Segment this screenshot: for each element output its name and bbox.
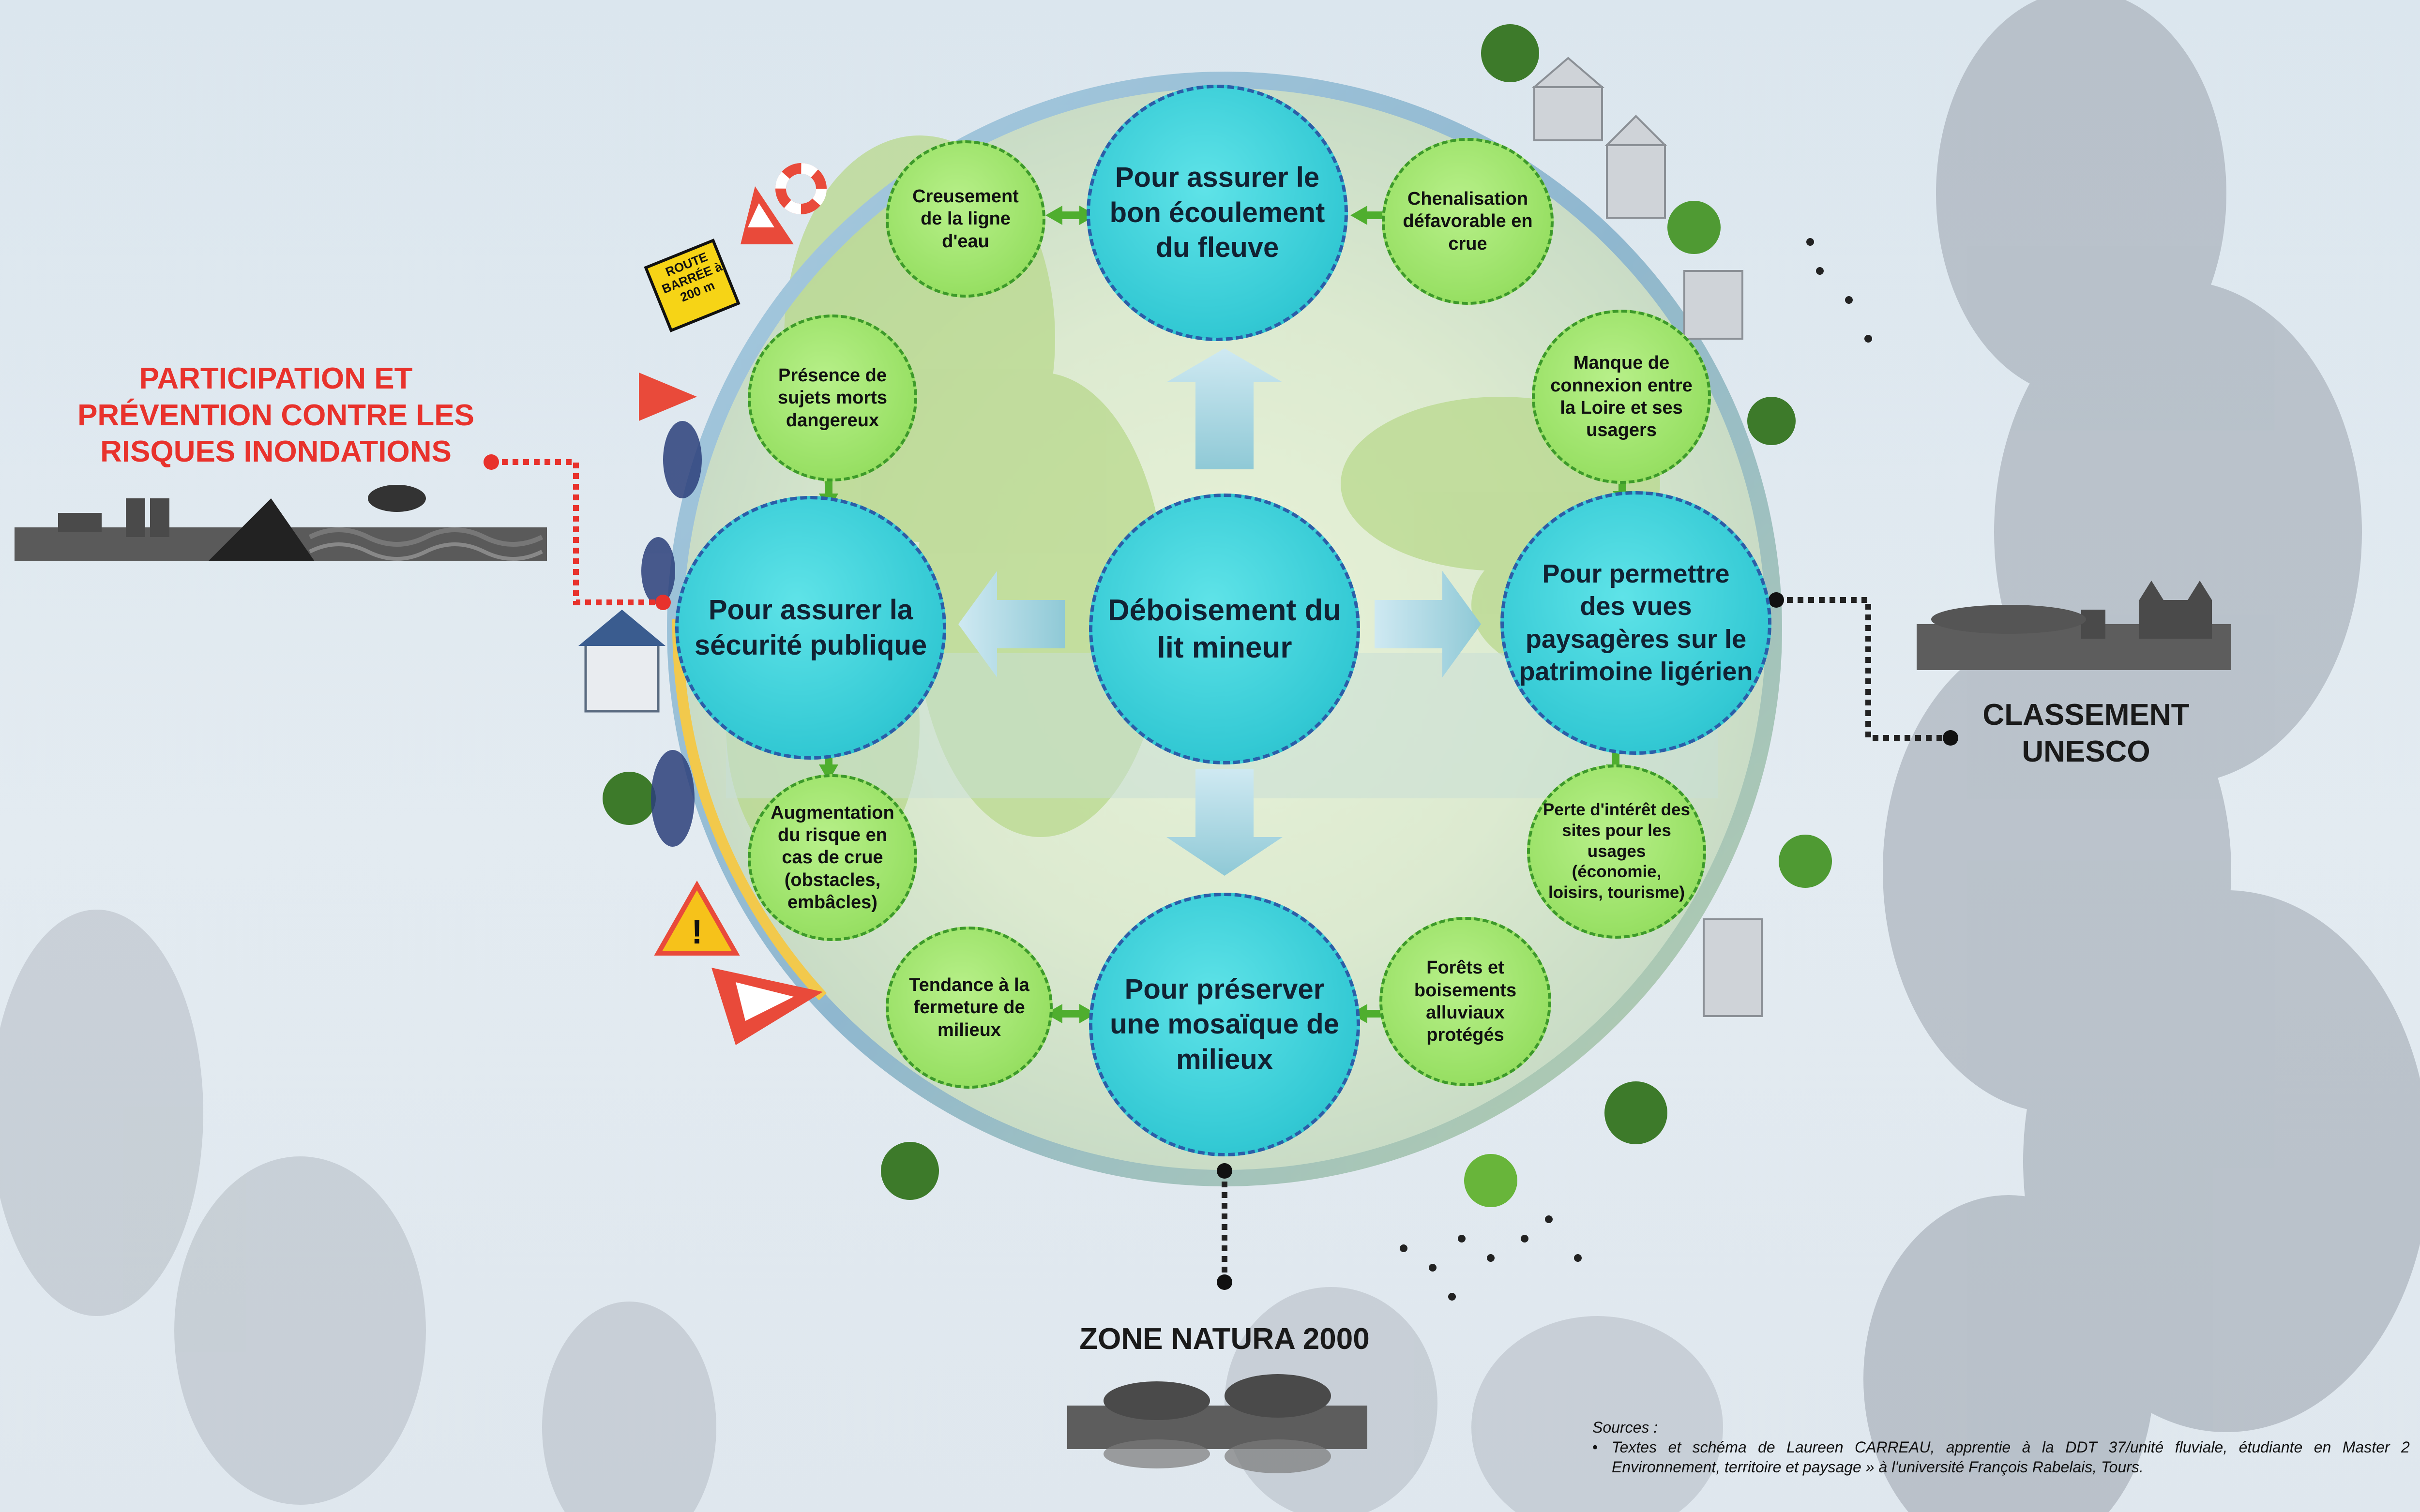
sub-node-sujets-morts-label: Présence de sujets morts dangereux bbox=[778, 365, 887, 431]
arrows-from-center bbox=[958, 348, 1481, 876]
arrow-right-icon bbox=[1375, 571, 1481, 677]
warning-sign-icon: ! bbox=[654, 880, 740, 956]
forest-reflection-icon bbox=[1067, 1374, 1367, 1473]
bottom-connector bbox=[1217, 1163, 1232, 1290]
arrow-left-icon bbox=[958, 571, 1065, 677]
main-node-mosaique: Pour préserver une mosaïque de milieux bbox=[1089, 893, 1360, 1156]
sub-node-fermeture-milieux: Tendance à la fermeture de milieux bbox=[886, 927, 1053, 1089]
bottom-title-label: ZONE NATURA 2000 bbox=[1079, 1322, 1370, 1356]
sub-node-chenalisation-label: Chenalisation défavorable en crue bbox=[1403, 188, 1533, 254]
lifebuoy-icon bbox=[775, 163, 827, 214]
main-node-ecoulement-label: Pour assurer le bon écoulement du fleuve bbox=[1109, 162, 1325, 264]
sub-node-connexion-usagers-label: Manque de connexion entre la Loire et se… bbox=[1550, 353, 1693, 441]
perimeter-trees-icon bbox=[603, 24, 1832, 1207]
sources-item: • Textes et schéma de Laureen CARREAU, a… bbox=[1592, 1437, 2420, 1477]
bullet-icon: • bbox=[1592, 1438, 1598, 1456]
sources-heading: Sources : bbox=[1592, 1419, 1658, 1436]
city-skyline-icon bbox=[15, 485, 547, 561]
main-node-securite-label: Pour assurer la sécurité publique bbox=[694, 594, 927, 661]
arrow-up-icon bbox=[1166, 348, 1283, 469]
svg-text:!: ! bbox=[691, 913, 702, 951]
sub-node-sujets-morts: Présence de sujets morts dangereux bbox=[748, 314, 917, 481]
sub-node-creusement-label: Creusement de la ligne d'eau bbox=[912, 186, 1019, 252]
arrow-down-icon bbox=[1166, 769, 1283, 876]
sub-node-risque-crue-label: Augmentation du risque en cas de crue (o… bbox=[771, 802, 894, 913]
sub-node-creusement: Creusement de la ligne d'eau bbox=[886, 140, 1045, 298]
bottom-title-natura: ZONE NATURA 2000 bbox=[1016, 1321, 1433, 1358]
left-title-inondations: PARTICIPATION ET PRÉVENTION CONTRE LES R… bbox=[44, 360, 508, 470]
house-icon bbox=[578, 610, 666, 713]
flood-water-icon bbox=[641, 421, 702, 847]
sub-node-risque-crue: Augmentation du risque en cas de crue (o… bbox=[748, 774, 917, 941]
sub-node-forets-alluviales-label: Forêts et boisements alluviaux protégés bbox=[1414, 958, 1517, 1046]
right-connector bbox=[1769, 592, 1958, 746]
tree-silhouette-right-icon bbox=[1863, 0, 2420, 1512]
sub-node-fermeture-milieux-label: Tendance à la fermeture de milieux bbox=[909, 974, 1029, 1040]
tree-silhouette-left-icon bbox=[0, 910, 1723, 1512]
road-sign-icon bbox=[644, 239, 741, 332]
castle-skyline-icon bbox=[1917, 581, 2231, 670]
sub-node-forets-alluviales: Forêts et boisements alluviaux protégés bbox=[1379, 917, 1551, 1086]
left-title-label: PARTICIPATION ET PRÉVENTION CONTRE LES R… bbox=[77, 362, 474, 469]
chateau-icon bbox=[1531, 57, 1763, 1017]
right-title-label: CLASSEMENT UNESCO bbox=[1982, 698, 2190, 768]
sub-node-chenalisation: Chenalisation défavorable en crue bbox=[1382, 138, 1554, 305]
sub-node-perte-interet-label: Perte d'intérêt des sites pour les usage… bbox=[1543, 800, 1690, 902]
sub-node-connexion-usagers: Manque de connexion entre la Loire et se… bbox=[1532, 310, 1711, 484]
center-node-label: Déboisement du lit mineur bbox=[1107, 593, 1342, 665]
main-node-securite: Pour assurer la sécurité publique bbox=[675, 496, 946, 760]
sub-node-perte-interet: Perte d'intérêt des sites pour les usage… bbox=[1527, 764, 1706, 939]
birds-icon bbox=[1400, 238, 1872, 1301]
main-node-mosaique-label: Pour préserver une mosaïque de milieux bbox=[1110, 973, 1339, 1075]
sources-text: Textes et schéma de Laureen CARREAU, app… bbox=[1612, 1438, 2420, 1476]
left-connector bbox=[484, 454, 671, 610]
main-node-vues-paysageres: Pour permettre des vues paysagères sur l… bbox=[1500, 491, 1771, 755]
ring-yellow-segment bbox=[672, 619, 827, 1001]
sources-block: Sources : • Textes et schéma de Laureen … bbox=[1592, 1418, 2420, 1477]
right-title-unesco: CLASSEMENT UNESCO bbox=[1951, 697, 2222, 770]
main-node-ecoulement: Pour assurer le bon écoulement du fleuve bbox=[1087, 85, 1348, 341]
traffic-cone-icon bbox=[639, 186, 823, 1045]
main-node-vues-paysageres-label: Pour permettre des vues paysagères sur l… bbox=[1519, 559, 1753, 687]
center-node-deboisement: Déboisement du lit mineur bbox=[1089, 494, 1360, 764]
